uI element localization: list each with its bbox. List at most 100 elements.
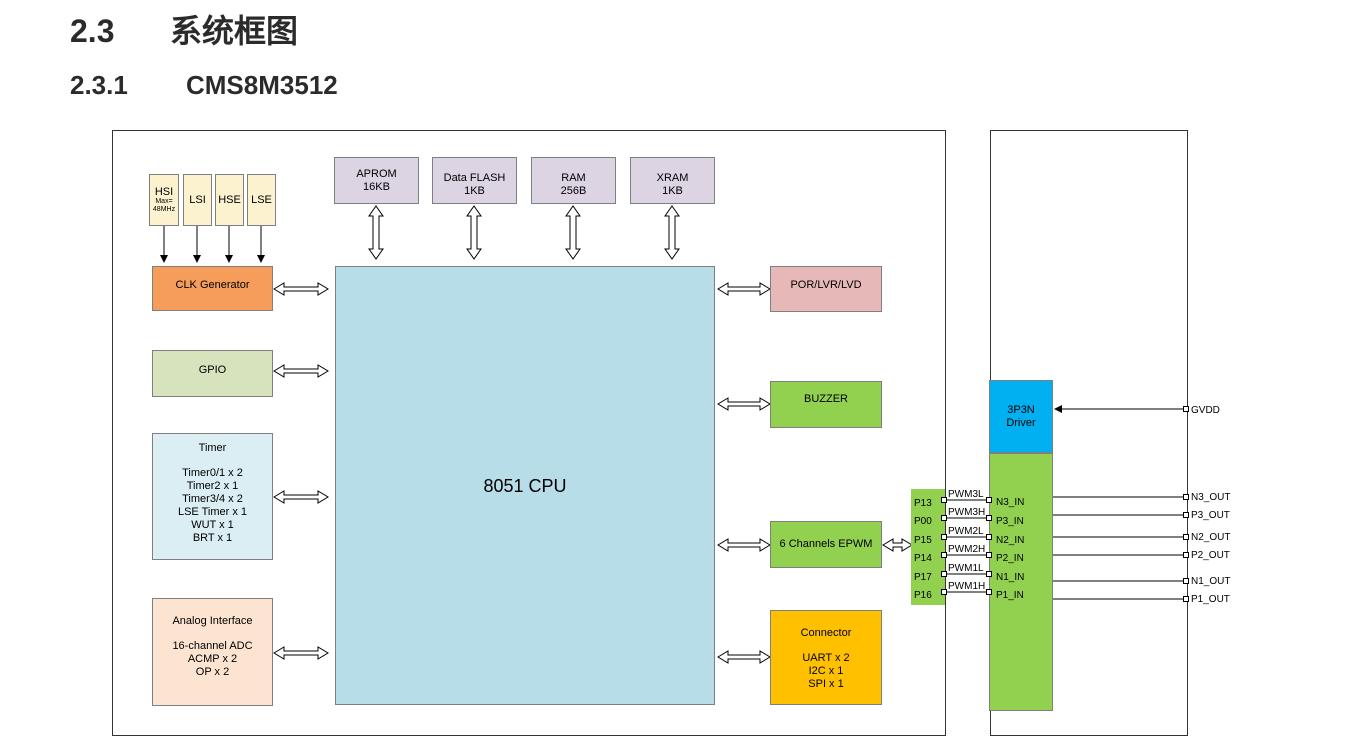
osc-lse-label: LSE bbox=[251, 194, 272, 206]
out-pin-5 bbox=[1183, 596, 1189, 602]
port-pin-block bbox=[911, 489, 945, 605]
clk-generator-label: CLK Generator bbox=[175, 278, 250, 291]
driver-in-pin-4 bbox=[986, 571, 992, 577]
epwm-label: 6 Channels EPWM bbox=[779, 538, 873, 550]
osc-hsi-note1: Max= bbox=[155, 198, 173, 205]
port-label-0: P13 bbox=[914, 498, 932, 509]
pwm-label-0: PWM3L bbox=[948, 489, 984, 500]
driver-in-label-4: N1_IN bbox=[996, 572, 1025, 583]
subsection-title: CMS8M3512 bbox=[186, 70, 338, 100]
timer-item-5: BRT x 1 bbox=[192, 532, 233, 544]
memory-bus-arrows bbox=[368, 205, 680, 260]
driver-line2: Driver bbox=[1006, 416, 1036, 429]
memory-ram-size: 256B bbox=[560, 185, 587, 197]
pwm-label-3: PWM2H bbox=[948, 544, 986, 555]
port-label-2: P15 bbox=[914, 535, 932, 546]
driver-in-label-0: N3_IN bbox=[996, 497, 1025, 508]
osc-hse-label: HSE bbox=[218, 194, 241, 206]
out-label-5: P1_OUT bbox=[1191, 594, 1230, 605]
driver-in-pin-2 bbox=[986, 534, 992, 540]
connector-block: Connector UART x 2 I2C x 1 SPI x 1 bbox=[770, 610, 882, 705]
analog-item-0: 16-channel ADC bbox=[172, 640, 253, 652]
memory-ram: RAM 256B bbox=[531, 157, 616, 204]
por-label: POR/LVR/LVD bbox=[790, 278, 862, 291]
driver-in-label-5: P1_IN bbox=[996, 590, 1024, 601]
osc-hsi: HSI Max= 48MHz bbox=[149, 174, 179, 226]
memory-xram-name: XRAM bbox=[656, 172, 689, 184]
driver-output-lines bbox=[1053, 496, 1183, 600]
out-label-3: P2_OUT bbox=[1191, 550, 1230, 561]
pwm-pin-1 bbox=[941, 515, 947, 521]
driver-block: 3P3N Driver bbox=[989, 380, 1053, 453]
port-label-1: P00 bbox=[914, 516, 932, 527]
subsection-number: 2.3.1 bbox=[70, 70, 128, 100]
epwm-block: 6 Channels EPWM bbox=[770, 521, 882, 568]
timer-title: Timer bbox=[198, 442, 227, 454]
subsection-heading: 2.3.1 CMS8M3512 bbox=[70, 70, 338, 101]
osc-lsi-label: LSI bbox=[189, 194, 206, 206]
buzzer-block: BUZZER bbox=[770, 381, 882, 428]
driver-line1: 3P3N bbox=[1007, 403, 1035, 416]
cpu-label: 8051 CPU bbox=[483, 475, 567, 496]
gpio-block: GPIO bbox=[152, 350, 273, 397]
mcu-boundary bbox=[112, 130, 946, 736]
buzzer-label: BUZZER bbox=[804, 393, 848, 405]
driver-in-label-3: P2_IN bbox=[996, 553, 1024, 564]
osc-hse: HSE bbox=[215, 174, 244, 226]
connector-item-1: I2C x 1 bbox=[808, 665, 844, 677]
memory-xram: XRAM 1KB bbox=[630, 157, 715, 204]
pwm-label-5: PWM1H bbox=[948, 581, 986, 592]
oscillator-arrows bbox=[160, 226, 265, 263]
epwm-port-arrow bbox=[882, 538, 913, 552]
osc-hsi-note2: 48MHz bbox=[152, 206, 176, 213]
connector-item-0: UART x 2 bbox=[802, 652, 850, 664]
memory-data-flash-size: 1KB bbox=[464, 185, 485, 197]
timer-block: Timer Timer0/1 x 2 Timer2 x 1 Timer3/4 x… bbox=[152, 433, 273, 560]
memory-aprom-size: 16KB bbox=[363, 181, 390, 193]
osc-lse: LSE bbox=[247, 174, 276, 226]
clk-generator-block: CLK Generator bbox=[152, 266, 273, 311]
analog-item-1: ACMP x 2 bbox=[187, 653, 238, 665]
pwm-pin-5 bbox=[941, 589, 947, 595]
pwm-label-1: PWM3H bbox=[948, 507, 986, 518]
section-heading: 2.3 系统框图 bbox=[70, 6, 298, 52]
right-bus-arrows bbox=[717, 282, 771, 664]
section-number: 2.3 bbox=[70, 13, 115, 49]
memory-aprom: APROM 16KB bbox=[334, 157, 419, 204]
port-label-5: P16 bbox=[914, 590, 932, 601]
pwm-pin-2 bbox=[941, 534, 947, 540]
pwm-pin-4 bbox=[941, 571, 947, 577]
analog-interface-block: Analog Interface 16-channel ADC ACMP x 2… bbox=[152, 598, 273, 706]
timer-item-1: Timer2 x 1 bbox=[186, 480, 239, 492]
port-label-4: P17 bbox=[914, 572, 932, 583]
connector-item-2: SPI x 1 bbox=[808, 678, 844, 690]
driver-in-label-1: P3_IN bbox=[996, 516, 1024, 527]
out-label-0: N3_OUT bbox=[1191, 492, 1231, 503]
connector-title: Connector bbox=[800, 627, 852, 639]
osc-hsi-label: HSI bbox=[154, 186, 174, 198]
memory-data-flash-name: Data FLASH bbox=[443, 172, 506, 184]
timer-item-2: Timer3/4 x 2 bbox=[182, 493, 243, 505]
out-pin-2 bbox=[1183, 534, 1189, 540]
driver-input-block bbox=[989, 453, 1053, 711]
por-lvr-lvd-block: POR/LVR/LVD bbox=[770, 266, 882, 312]
analog-item-2: OP x 2 bbox=[195, 666, 230, 678]
memory-data-flash: Data FLASH 1KB bbox=[432, 157, 517, 204]
out-pin-0 bbox=[1183, 494, 1189, 500]
driver-in-pin-5 bbox=[986, 589, 992, 595]
driver-in-pin-1 bbox=[986, 515, 992, 521]
out-pin-3 bbox=[1183, 552, 1189, 558]
driver-in-pin-0 bbox=[986, 497, 992, 503]
memory-aprom-name: APROM bbox=[356, 168, 397, 180]
pwm-signal-lines bbox=[945, 499, 988, 593]
gvdd-label: GVDD bbox=[1191, 405, 1220, 416]
port-label-3: P14 bbox=[914, 553, 932, 564]
timer-item-4: WUT x 1 bbox=[191, 519, 234, 531]
memory-xram-size: 1KB bbox=[662, 185, 683, 197]
pwm-pin-3 bbox=[941, 552, 947, 558]
out-pin-1 bbox=[1183, 512, 1189, 518]
pwm-label-4: PWM1L bbox=[948, 563, 984, 574]
section-title: 系统框图 bbox=[170, 13, 299, 49]
analog-title: Analog Interface bbox=[172, 615, 253, 627]
